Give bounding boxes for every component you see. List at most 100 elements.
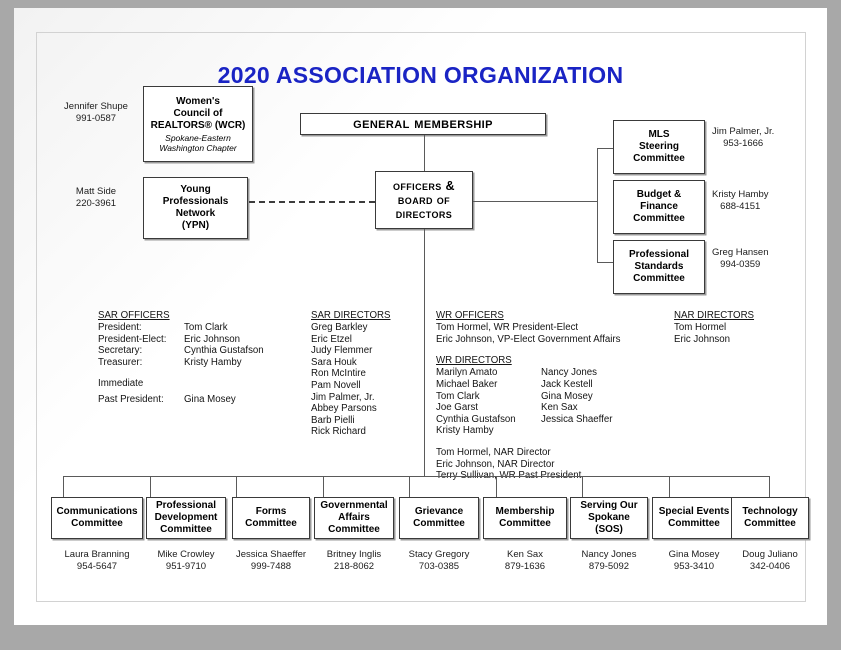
committee-line2: Development — [154, 512, 218, 523]
contact-jennifer-shupe: Jennifer Shupe 991-0587 — [46, 101, 146, 124]
ypn-line2: Professionals — [162, 196, 229, 207]
roster-row: President: Tom Clark — [98, 322, 264, 334]
role-name: Eric Johnson — [184, 333, 241, 345]
box-professional-development-committee[interactable]: Professional Development Committee — [146, 497, 226, 539]
contact-name: Doug Juliano — [742, 549, 798, 560]
wr-officer: Tom Hormel, WR President-Elect — [436, 322, 579, 334]
box-grievance-committee[interactable]: Grievance Committee — [399, 497, 479, 539]
box-communications-committee[interactable]: Communications Committee — [51, 497, 143, 539]
box-governmental-affairs-committee[interactable]: Governmental Affairs Committee — [314, 497, 394, 539]
committee-line2: Finance — [640, 201, 678, 212]
contact-grievance: Stacy Gregory 703-0385 — [389, 549, 489, 572]
box-special-events-committee[interactable]: Special Events Committee — [652, 497, 736, 539]
box-membership-committee[interactable]: Membership Committee — [483, 497, 567, 539]
roster-row: Treasurer: Kristy Hamby — [98, 357, 264, 369]
wr-officer: Eric Johnson, VP-Elect Government Affair… — [436, 333, 621, 345]
contact-phone: 951-9710 — [165, 560, 207, 572]
committee-line2: Standards — [634, 261, 684, 272]
contact-phone: 342-0406 — [749, 560, 791, 572]
page-inner-border — [36, 32, 806, 602]
role-label: Treasurer: — [98, 356, 143, 368]
wcr-line2: Council of — [173, 107, 223, 119]
contact-communications: Laura Branning 954-5647 — [47, 549, 147, 572]
ypn-line1: Young — [180, 184, 211, 195]
box-budget-finance-committee[interactable]: Budget & Finance Committee — [613, 180, 705, 234]
contact-phone: 994-0359 — [720, 258, 761, 270]
contact-name: Nancy Jones — [581, 549, 637, 560]
box-womens-council-of-realtors[interactable]: Women's Council of REALTORS® (WCR) Spoka… — [143, 86, 253, 162]
director-name: Joe Garst — [436, 402, 478, 414]
box-serving-our-spokane-committee[interactable]: Serving Our Spokane (SOS) — [570, 497, 648, 539]
committee-line2: Committee — [245, 518, 297, 529]
box-young-professionals-network[interactable]: Young Professionals Network (YPN) — [143, 177, 248, 239]
drop-grievance — [409, 476, 410, 497]
committee-line3: Committee — [328, 524, 380, 535]
box-mls-steering-committee[interactable]: MLS Steering Committee — [613, 120, 705, 174]
role-label: Secretary: — [98, 345, 143, 357]
contact-governmental-affairs: Britney Inglis 218-8062 — [304, 549, 404, 572]
box-officers-board-of-directors[interactable]: Officers & Board of Directors — [375, 171, 473, 229]
contact-name: Matt Side — [75, 186, 117, 197]
director-name: Jack Kestell — [541, 378, 593, 390]
general-membership-label: General Membership — [353, 115, 493, 132]
roster-nar-directors: NAR DIRECTORS Tom Hormel Eric Johnson — [674, 310, 754, 345]
connector-officers-to-right-bus — [473, 201, 597, 202]
contact-name: Stacy Gregory — [408, 549, 470, 560]
role-label: President: — [98, 322, 142, 334]
committee-line3: Committee — [633, 273, 685, 284]
wr-footer-line: Terry Sullivan, WR Past President — [436, 470, 582, 482]
roster-wr: WR OFFICERS Tom Hormel, WR President-Ele… — [436, 310, 646, 482]
director-name: Greg Barkley — [311, 322, 368, 334]
director-name: Jim Palmer, Jr. — [311, 391, 375, 403]
connector-to-professional-standards — [597, 262, 614, 263]
contact-phone: 220-3961 — [75, 197, 117, 209]
contact-name: Gina Mosey — [668, 549, 720, 560]
wr-directors-col2: Nancy Jones Jack Kestell Gina Mosey Ken … — [541, 367, 646, 437]
wr-directors-col1: Marilyn Amato Michael Baker Tom Clark Jo… — [436, 367, 541, 437]
roster-heading: WR OFFICERS — [436, 310, 504, 321]
wr-directors-columns: Marilyn Amato Michael Baker Tom Clark Jo… — [436, 367, 646, 437]
committee-line1: Budget & — [636, 189, 682, 200]
roster-heading: SAR OFFICERS — [98, 310, 170, 321]
committee-line3: Committee — [160, 524, 212, 535]
committee-line1: Governmental — [320, 500, 388, 511]
committee-line1: Forms — [255, 506, 287, 517]
director-name: Gina Mosey — [541, 390, 593, 402]
director-name: Tom Hormel — [674, 322, 727, 334]
committee-line1: Professional — [628, 249, 690, 260]
director-name: Barb Pielli — [311, 414, 355, 426]
role-name: Tom Clark — [184, 322, 228, 334]
contact-name: Ken Sax — [507, 549, 543, 560]
committee-line1: Grievance — [414, 506, 464, 517]
contact-name: Jim Palmer, Jr. — [712, 126, 775, 137]
page-title: 2020 ASSOCIATION ORGANIZATION — [217, 62, 624, 88]
director-name: Rick Richard — [311, 426, 366, 438]
contact-name: Greg Hansen — [712, 247, 769, 258]
director-name: Ken Sax — [541, 402, 578, 414]
contact-professional-development: Mike Crowley 951-9710 — [136, 549, 236, 572]
committee-line2: Steering — [638, 141, 679, 152]
committee-line1: Technology — [742, 506, 798, 517]
connector-to-mls-committee — [597, 148, 614, 149]
roster-heading: SAR DIRECTORS — [311, 310, 391, 321]
committee-line3: Committee — [633, 213, 685, 224]
committee-line3: Committee — [633, 153, 685, 164]
contact-professional-standards: Greg Hansen 994-0359 — [712, 247, 769, 270]
roster-heading: NAR DIRECTORS — [674, 310, 755, 321]
contact-phone: 954-5647 — [76, 560, 118, 572]
drop-serving-our-spokane — [582, 476, 583, 497]
box-forms-committee[interactable]: Forms Committee — [232, 497, 310, 539]
director-name: Jessica Shaeffer — [541, 413, 613, 425]
box-technology-committee[interactable]: Technology Committee — [731, 497, 809, 539]
director-name: Marilyn Amato — [436, 367, 498, 379]
box-professional-standards-committee[interactable]: Professional Standards Committee — [613, 240, 705, 294]
wcr-sub2: Washington Chapter — [159, 142, 237, 153]
contact-forms: Jessica Shaeffer 999-7488 — [221, 549, 321, 572]
contact-phone: 991-0587 — [75, 112, 117, 124]
role-name: Kristy Hamby — [184, 356, 242, 368]
committee-line2: Committee — [744, 518, 796, 529]
roster-sar-officers: SAR OFFICERS President: Tom Clark Preside… — [98, 310, 264, 406]
roster-row: Past President:Gina Mosey — [98, 394, 264, 406]
box-general-membership[interactable]: General Membership — [300, 113, 546, 135]
